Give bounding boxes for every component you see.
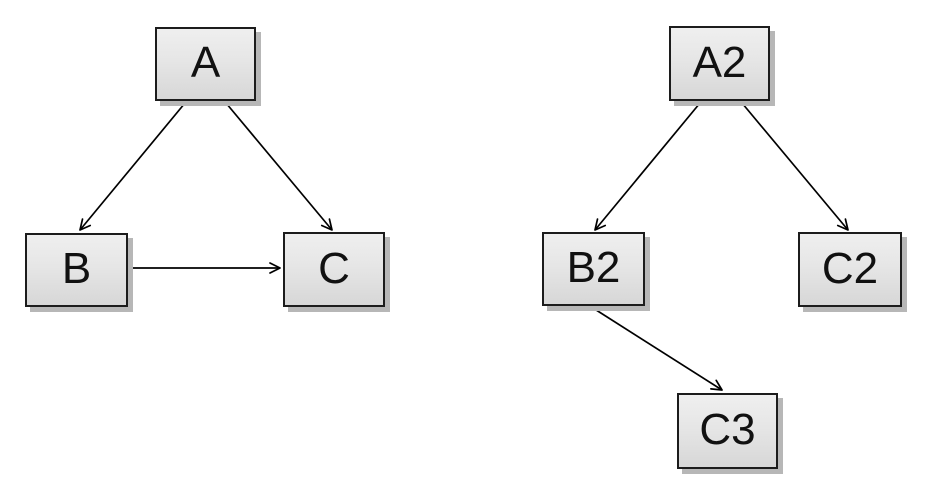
- node-A2[interactable]: A2: [669, 26, 770, 101]
- node-C2[interactable]: C2: [798, 232, 902, 307]
- edge-A-to-C[interactable]: [225, 102, 333, 231]
- node-A[interactable]: A: [155, 27, 256, 101]
- node-label-B: B: [61, 244, 92, 293]
- edge-A2-to-B2[interactable]: [594, 102, 701, 231]
- node-label-A2: A2: [692, 37, 747, 87]
- node-label-A: A: [190, 38, 221, 87]
- edge-A-to-B[interactable]: [79, 102, 186, 231]
- edge-B2-to-C3[interactable]: [592, 307, 723, 391]
- node-C[interactable]: C: [283, 232, 385, 307]
- edge-A2-to-C2[interactable]: [741, 102, 849, 231]
- node-B2[interactable]: B2: [542, 232, 645, 306]
- node-C3[interactable]: C3: [677, 393, 778, 469]
- node-label-C2: C2: [821, 243, 879, 293]
- node-label-B2: B2: [566, 243, 621, 292]
- node-label-C: C: [318, 243, 350, 293]
- node-B[interactable]: B: [25, 233, 128, 307]
- node-label-C3: C3: [699, 405, 756, 454]
